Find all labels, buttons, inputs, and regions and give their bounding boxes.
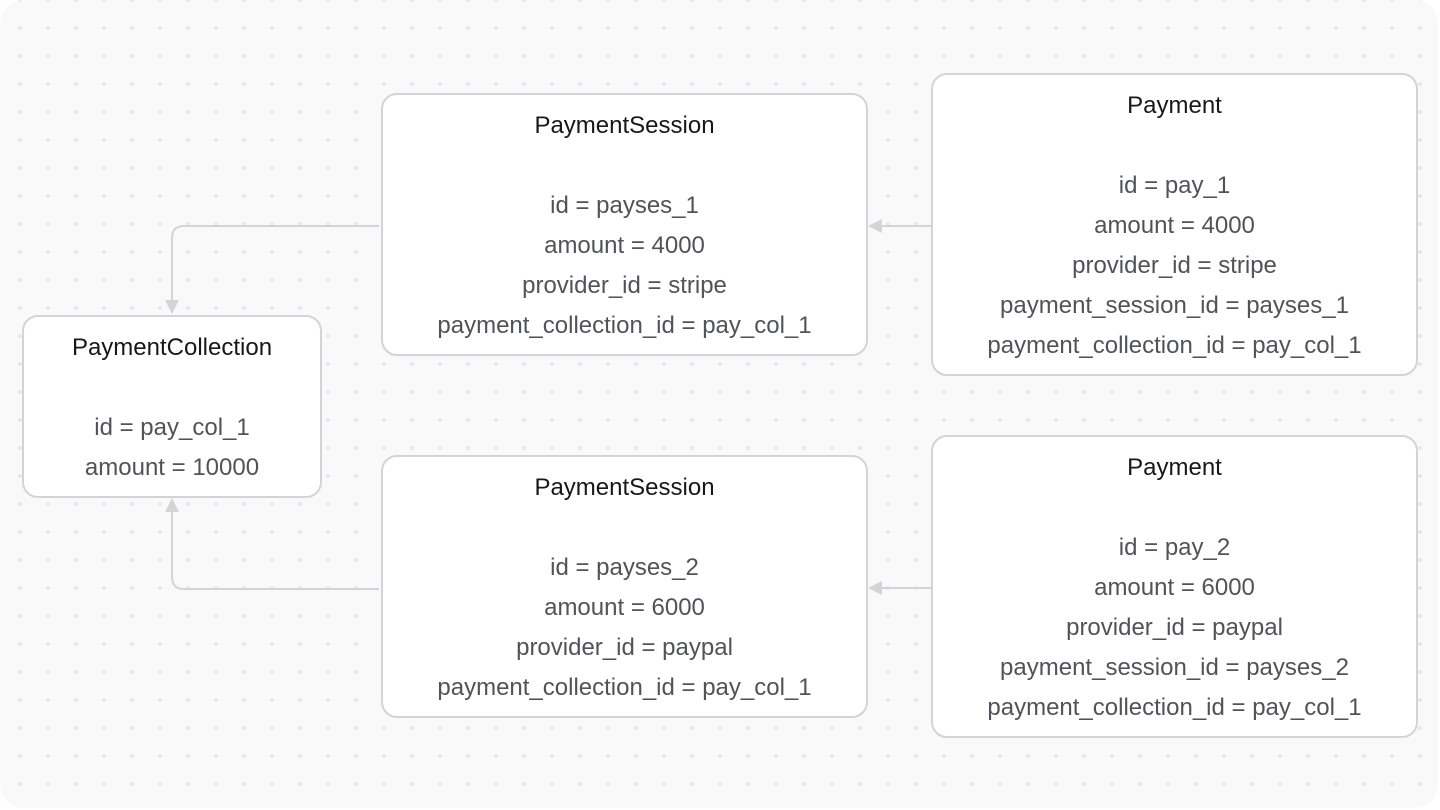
node-title: Payment (1127, 454, 1222, 481)
field-payment-collection-id: payment_collection_id = pay_col_1 (987, 694, 1362, 721)
field-id: id = payses_2 (550, 554, 699, 581)
node-title: PaymentSession (534, 112, 715, 139)
field-payment-collection-id: payment_collection_id = pay_col_1 (437, 312, 812, 339)
edge-session1-to-collection (171, 225, 379, 304)
node-fields: id = payses_2 amount = 6000 provider_id … (383, 548, 866, 708)
node-payment-session-1[interactable]: PaymentSession id = payses_1 amount = 40… (381, 93, 868, 356)
node-fields: id = pay_col_1 amount = 10000 (24, 408, 320, 488)
arrowhead-down-icon (165, 300, 179, 314)
field-payment-collection-id: payment_collection_id = pay_col_1 (987, 332, 1362, 359)
node-fields: id = pay_1 amount = 4000 provider_id = s… (933, 166, 1416, 366)
node-fields: id = pay_2 amount = 6000 provider_id = p… (933, 528, 1416, 728)
field-provider-id: provider_id = stripe (522, 272, 727, 299)
field-id: id = payses_1 (550, 192, 699, 219)
arrowhead-up-icon (165, 498, 179, 512)
field-payment-session-id: payment_session_id = payses_1 (1000, 292, 1349, 319)
field-provider-id: provider_id = stripe (1072, 252, 1277, 279)
field-id: id = pay_1 (1118, 172, 1231, 199)
field-id: id = pay_col_1 (94, 414, 250, 441)
arrowhead-left-icon (868, 219, 882, 233)
field-amount: amount = 6000 (1094, 574, 1255, 601)
edge-session2-to-collection (171, 508, 379, 590)
field-amount: amount = 4000 (1094, 212, 1255, 239)
field-provider-id: provider_id = paypal (516, 634, 733, 661)
field-id: id = pay_2 (1118, 534, 1231, 561)
node-payment-1[interactable]: Payment id = pay_1 amount = 4000 provide… (931, 73, 1418, 376)
field-amount: amount = 4000 (544, 232, 705, 259)
node-title: PaymentCollection (71, 334, 273, 361)
node-payment-collection[interactable]: PaymentCollection id = pay_col_1 amount … (22, 315, 322, 498)
field-payment-session-id: payment_session_id = payses_2 (1000, 654, 1349, 681)
node-payment-session-2[interactable]: PaymentSession id = payses_2 amount = 60… (381, 455, 868, 718)
field-amount: amount = 10000 (84, 454, 260, 481)
field-payment-collection-id: payment_collection_id = pay_col_1 (437, 674, 812, 701)
node-title: PaymentSession (534, 474, 715, 501)
node-payment-2[interactable]: Payment id = pay_2 amount = 6000 provide… (931, 435, 1418, 738)
arrowhead-left-icon (868, 581, 882, 595)
field-provider-id: provider_id = paypal (1066, 614, 1283, 641)
field-amount: amount = 6000 (544, 594, 705, 621)
node-title: Payment (1127, 92, 1222, 119)
node-fields: id = payses_1 amount = 4000 provider_id … (383, 186, 866, 346)
